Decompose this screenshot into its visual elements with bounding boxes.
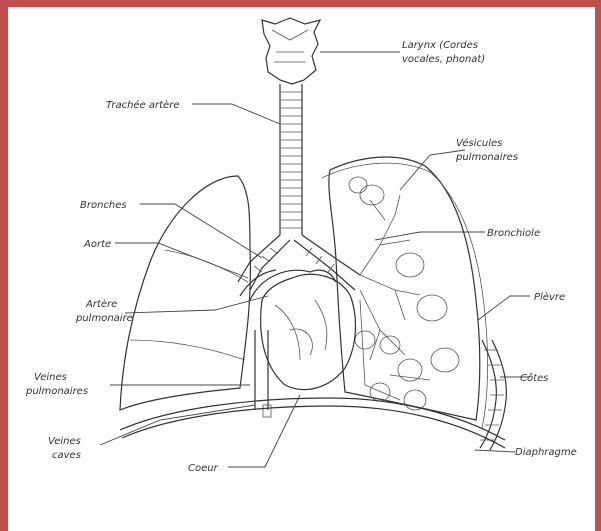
label-veines-pulm-2: pulmonaires bbox=[25, 386, 88, 397]
diaphragm-shape bbox=[120, 398, 505, 448]
label-veines-caves-2: caves bbox=[52, 450, 81, 461]
label-vesicules-1: Vésicules bbox=[456, 137, 502, 149]
label-vesicules-2: pulmonaires bbox=[455, 152, 518, 163]
bronchiole-tree bbox=[360, 195, 430, 400]
left-lung-shape bbox=[322, 157, 488, 428]
label-larynx-1: Larynx (Cordes bbox=[402, 40, 478, 51]
label-veines-caves-1: Veines bbox=[48, 436, 81, 447]
label-cotes: Côtes bbox=[520, 372, 548, 384]
label-aorte: Aorte bbox=[83, 239, 111, 250]
label-artere-2: pulmonaire bbox=[75, 313, 133, 324]
label-diaphragme: Diaphragme bbox=[515, 447, 577, 458]
label-coeur: Coeur bbox=[188, 463, 219, 474]
label-trachee: Trachée artère bbox=[106, 99, 179, 111]
bronchi-shape bbox=[238, 235, 360, 290]
label-bronches: Bronches bbox=[80, 200, 127, 211]
alveoli-clusters bbox=[349, 177, 459, 410]
leader-lines bbox=[100, 52, 530, 467]
label-veines-pulm-1: Veines bbox=[34, 372, 67, 383]
trachea-shape bbox=[280, 84, 302, 235]
label-plevre: Plèvre bbox=[534, 291, 565, 303]
label-larynx-2: vocales, phonat) bbox=[402, 54, 485, 65]
right-lung-shape bbox=[120, 176, 250, 410]
larynx-shape bbox=[262, 18, 320, 84]
label-bronchiole: Bronchiole bbox=[487, 228, 540, 239]
label-artere-1: Artère bbox=[85, 298, 117, 310]
